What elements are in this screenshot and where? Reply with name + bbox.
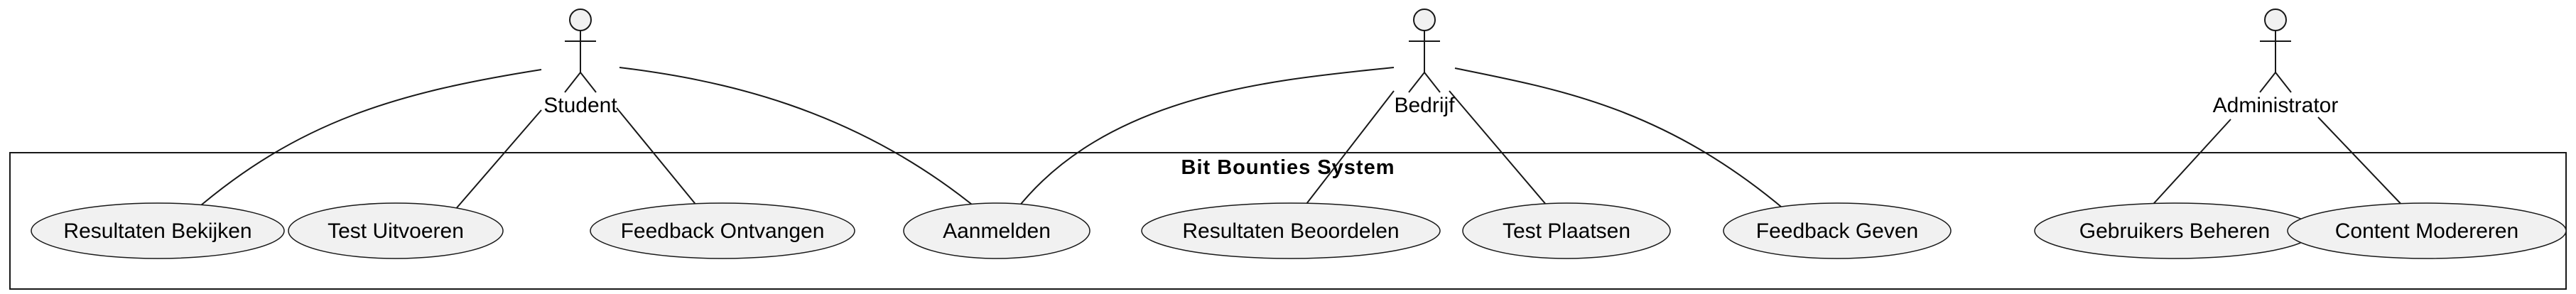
use-case-label: Resultaten Bekijken [63,219,251,243]
use-case-label: Test Plaatsen [1503,219,1630,243]
edge-student-resultaten-bekijken [191,69,542,214]
actor-left-leg [1408,72,1425,93]
edge-administrator-content-modereren [2317,116,2408,211]
edge-student-feedback-ontvangen [616,107,701,211]
use-case-gebruikers-beheren: Gebruikers Beheren [2034,202,2315,259]
system-title: Bit Bounties System [1181,156,1395,179]
actor-bedrijf-label: Bedrijf [1394,94,1455,117]
use-case-label: Test Uitvoeren [328,219,464,243]
edge-student-aanmelden [619,67,980,211]
use-case-ellipse [903,202,1091,259]
use-case-content-modereren: Content Modereren [2287,202,2567,259]
actor-left-leg [2259,72,2276,93]
use-case-label: Resultaten Beoordelen [1182,219,1399,243]
use-case-aanmelden: Aanmelden [903,202,1091,259]
use-case-label: Feedback Ontvangen [621,219,825,243]
use-case-feedback-geven: Feedback Geven [1723,202,1952,259]
use-case-ellipse [31,202,285,259]
use-case-ellipse [1141,202,1441,259]
actor-administrator-label: Administrator [2213,94,2339,117]
edge-administrator-gebruikers-beheren [2147,119,2231,211]
actor-right-leg [2275,72,2292,93]
edge-bedrijf-resultaten-beoordelen [1301,90,1395,211]
actor-left-leg [564,72,581,93]
edge-bedrijf-aanmelden [1015,67,1395,211]
use-case-ellipse [2287,202,2567,259]
use-case-label: Gebruikers Beheren [2079,219,2270,243]
actor-student-label: Student [543,94,617,117]
edge-student-test-uitvoeren [454,109,542,211]
use-case-ellipse [590,202,855,259]
edge-bedrijf-feedback-geven [1454,67,1786,211]
actor-bedrijf: Bedrijf [1394,9,1455,117]
actor-right-leg [1424,72,1441,93]
use-case-resultaten-beoordelen: Resultaten Beoordelen [1141,202,1441,259]
actor-administrator: Administrator [2213,9,2339,117]
use-case-label: Content Modereren [2335,219,2519,243]
use-case-resultaten-bekijken: Resultaten Bekijken [31,202,285,259]
use-case-label: Aanmelden [943,219,1051,243]
use-case-label: Feedback Geven [1756,219,1918,243]
use-case-test-plaatsen: Test Plaatsen [1462,202,1671,259]
actor-head-icon [1413,9,1436,31]
use-case-ellipse [1723,202,1952,259]
actor-head-icon [569,9,592,31]
actor-right-leg [580,72,597,93]
actor-head-icon [2264,9,2287,31]
associations [191,67,2408,214]
use-case-ellipse [1462,202,1671,259]
use-case-feedback-ontvangen: Feedback Ontvangen [590,202,855,259]
edge-bedrijf-test-plaatsen [1449,90,1552,211]
use-case-ellipse [288,202,504,259]
actor-student: Student [543,9,617,117]
use-case-test-uitvoeren: Test Uitvoeren [288,202,504,259]
